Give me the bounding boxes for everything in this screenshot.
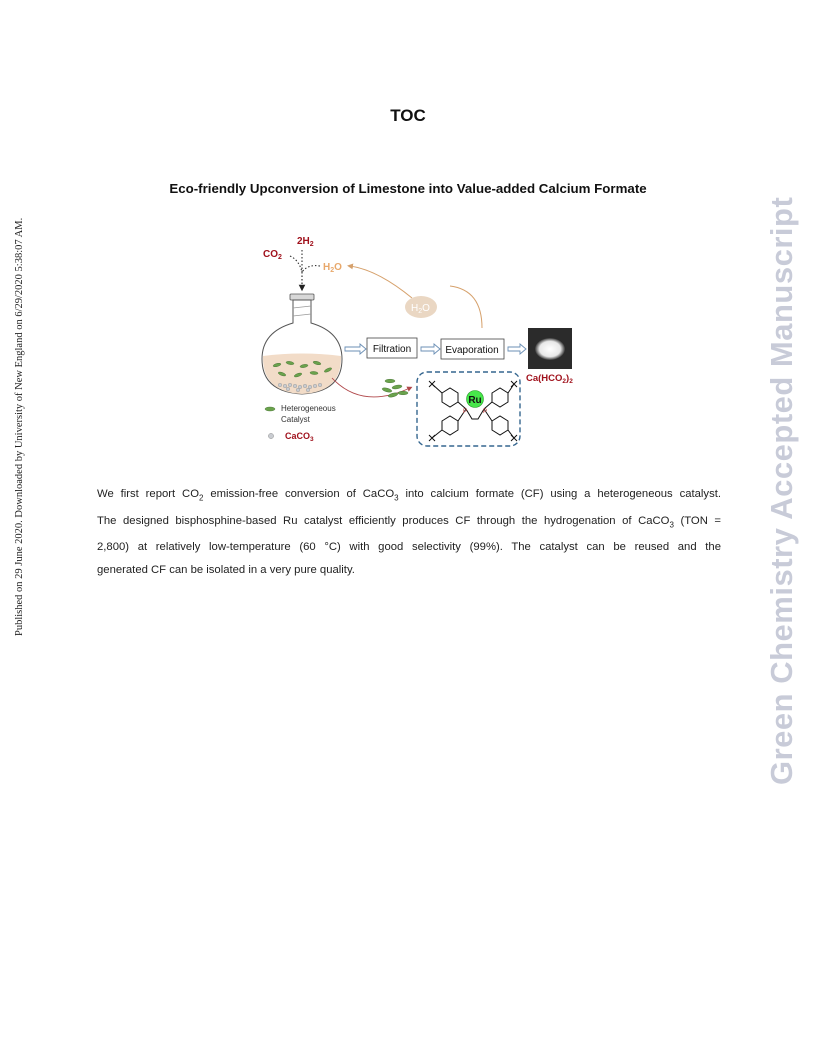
ruthenium-center [466, 390, 484, 408]
publication-sidebar: Published on 29 June 2020. Downloaded by… [14, 216, 28, 636]
legend-caco3-label: CaCO3 [285, 431, 314, 443]
ruthenium-label: Ru [468, 395, 481, 406]
h2o-cloud-label: H2O [411, 303, 430, 315]
flow-arrow-1 [344, 343, 367, 355]
h2o-dotted-line [301, 265, 321, 273]
co2-dotted-line [289, 255, 303, 273]
abstract-line-4: generated CF can be isolated in a very p… [97, 564, 355, 577]
h2o-cloud [405, 296, 437, 318]
toc-graphic: 2H2 CO2 H2O H2O Filtra [261, 236, 573, 447]
evaporation-label: Evaporation [445, 345, 498, 356]
filtration-label: Filtration [373, 344, 411, 355]
flow-arrow-3 [507, 343, 527, 355]
ligand-structure [431, 383, 515, 439]
co2-label: CO2 [263, 249, 282, 261]
h2o-label: H2O [323, 262, 342, 274]
filtration-box [366, 337, 418, 359]
legend-catalyst-line1: Heterogeneous [281, 404, 336, 413]
abstract-line-3: 2,800) at relatively low-temperature (60… [97, 541, 721, 554]
legend-catalyst-line2: Catalyst [281, 415, 311, 424]
toc-heading: TOC [390, 106, 426, 125]
catalyst-structure-box [416, 371, 521, 447]
phosphorus-right: P [483, 409, 487, 415]
abstract-line-1: We first report CO2 emission-free conver… [97, 488, 722, 503]
catalyst-beads [381, 378, 409, 398]
toc-abstract: We first report CO2 emission-free conver… [97, 483, 721, 583]
abstract-line-2: The designed bisphosphine-based Ru catal… [97, 514, 721, 529]
reaction-flask [261, 293, 343, 395]
publication-note: Published on 29 June 2020. Downloaded by… [14, 217, 25, 636]
h2o-recycle-arrow [350, 266, 483, 329]
legend-catalyst-swatch [264, 406, 276, 412]
article-title: Eco-friendly Upconversion of Limestone i… [169, 181, 647, 196]
evaporation-box [440, 338, 505, 360]
legend-caco3-swatch [268, 433, 274, 439]
product-label: Ca(HCO2)2 [526, 373, 573, 385]
h2-label: 2H2 [297, 236, 314, 248]
manuscript-watermark: Green Chemistry Accepted Manuscript [764, 196, 799, 785]
tert-butyl-marks [428, 380, 518, 442]
watermark-sidebar: Green Chemistry Accepted Manuscript [764, 196, 804, 785]
flow-arrow-2 [420, 343, 441, 355]
phosphorus-left: P [463, 409, 467, 415]
